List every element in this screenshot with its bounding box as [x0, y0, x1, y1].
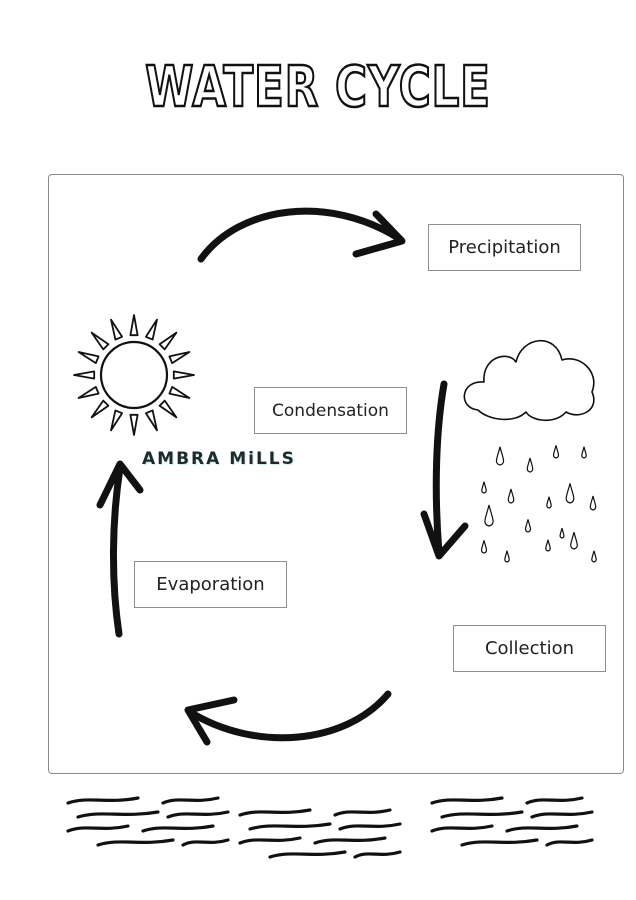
arrow-to-condensation-icon	[96, 460, 144, 638]
wave-stroke	[141, 824, 215, 833]
raindrop	[570, 532, 578, 550]
raindrop	[581, 446, 587, 459]
collection-label: Collection	[453, 625, 606, 672]
wave-stroke	[66, 796, 140, 805]
arrow-to-precipitation-icon	[197, 207, 406, 263]
arrow-to-evaporation-icon	[184, 690, 392, 746]
sun-ray	[110, 318, 123, 341]
wave-stroke	[96, 838, 175, 847]
sun-ray	[73, 370, 96, 380]
sun-ray	[172, 370, 195, 380]
wave-stroke	[161, 796, 220, 805]
page-title: WATER CYCLE	[144, 54, 491, 122]
sun-ray	[90, 331, 110, 351]
wave-stroke	[333, 808, 392, 817]
wave-stroke	[313, 836, 387, 845]
waves-icon	[66, 796, 594, 859]
evaporation-label: Evaporation	[134, 561, 287, 608]
wave-stroke	[430, 824, 494, 833]
arrow-to-collection-icon	[420, 380, 469, 560]
sun-ray	[77, 351, 100, 365]
wave-stroke	[248, 822, 332, 831]
wave-stroke	[525, 796, 584, 805]
wave-stroke	[530, 810, 594, 819]
sun-ray	[129, 413, 139, 436]
wave-stroke	[430, 796, 504, 805]
wave-stroke	[505, 824, 579, 833]
raindrop	[480, 540, 488, 554]
sun-icon	[73, 314, 195, 436]
wave-stroke	[268, 850, 347, 859]
sun-ray	[144, 409, 158, 432]
wave-stroke	[353, 850, 402, 859]
sun-ray	[77, 385, 100, 399]
wave-stroke	[338, 822, 402, 831]
wave-stroke	[166, 810, 230, 819]
wave-stroke	[238, 836, 302, 845]
wave-stroke	[76, 810, 160, 819]
wave-stroke	[440, 810, 524, 819]
raindrop	[481, 481, 487, 494]
condensation-label: Condensation	[254, 387, 407, 434]
sun-ray	[110, 409, 123, 432]
raindrop	[495, 446, 505, 466]
cloud-icon	[463, 339, 595, 422]
raindrops-icon	[480, 445, 597, 563]
sun-ray	[168, 385, 191, 399]
sun-ray	[158, 399, 178, 419]
sun-ray	[90, 399, 110, 419]
raindrop	[565, 483, 575, 504]
author-credit: AMBRA MiLLS	[142, 449, 296, 469]
raindrop	[507, 488, 515, 504]
sun-ray	[129, 314, 139, 337]
sun-ray	[144, 318, 158, 341]
precipitation-label: Precipitation	[428, 224, 581, 271]
wave-stroke	[238, 808, 312, 817]
wave-stroke	[460, 838, 539, 847]
wave-stroke	[181, 838, 230, 847]
wave-stroke	[66, 824, 130, 833]
sun-ray	[168, 351, 191, 365]
wave-stroke	[545, 838, 594, 847]
raindrop	[589, 495, 597, 511]
raindrop	[545, 539, 551, 552]
raindrop	[524, 519, 532, 533]
raindrop	[546, 496, 552, 509]
raindrop	[504, 550, 510, 563]
raindrop	[526, 457, 534, 473]
sun-ray	[158, 331, 178, 351]
raindrop	[591, 550, 597, 563]
raindrop	[559, 528, 565, 539]
diagram-frame	[48, 174, 624, 774]
raindrop	[552, 445, 560, 459]
raindrop	[484, 504, 494, 527]
